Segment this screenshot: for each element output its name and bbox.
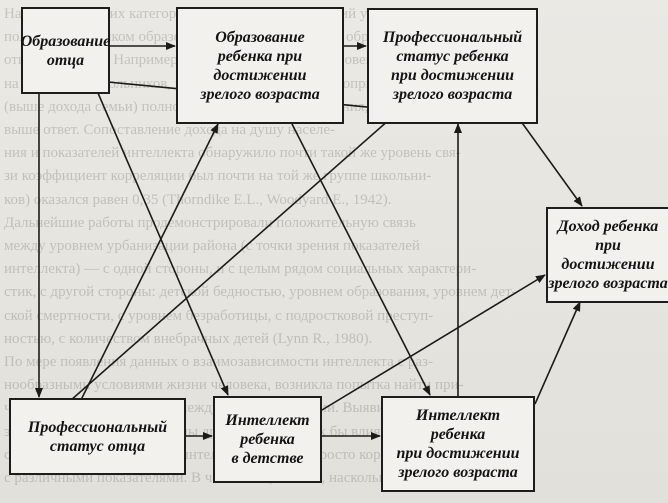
arrow-father-status-to-child-status <box>61 111 399 409</box>
arrow-father-status-to-child-edu <box>74 123 219 413</box>
arrow-intellect-childhood-to-income <box>321 274 546 411</box>
node-child-intellect-childhood-label: Интеллект ребенка в детстве <box>225 412 310 467</box>
arrow-child-edu-to-intellect-adult <box>291 123 431 396</box>
node-child-intellect-childhood: Интеллект ребенка в детстве <box>213 396 322 483</box>
node-father-status: Профессиональный статус отца <box>9 398 186 475</box>
node-child-intellect-adult-label: Интеллект ребенка при достижении зрелого… <box>396 407 520 481</box>
node-child-education-label: Образование ребенка при достижении зрело… <box>200 28 320 103</box>
arrow-intellect-adult-to-income <box>534 301 581 405</box>
node-father-status-label: Профессиональный статус отца <box>27 418 168 455</box>
arrow-child-status-to-income <box>519 119 583 207</box>
node-child-income: Доход ребенка при достижении зрелого воз… <box>546 207 668 303</box>
node-father-education: Образование отца <box>21 7 110 94</box>
node-child-education: Образование ребенка при достижении зрело… <box>176 7 344 124</box>
node-father-education-label: Образование отца <box>20 32 111 69</box>
arrow-father-edu-to-intellect-childhood <box>94 85 229 396</box>
node-child-intellect-adult: Интеллект ребенка при достижении зрелого… <box>381 396 535 492</box>
node-child-status-label: Профессиональный статус ребенка при дост… <box>382 29 523 103</box>
node-child-income-label: Доход ребенка при достижении зрелого воз… <box>548 218 668 292</box>
node-child-status: Профессиональный статус ребенка при дост… <box>367 8 538 124</box>
